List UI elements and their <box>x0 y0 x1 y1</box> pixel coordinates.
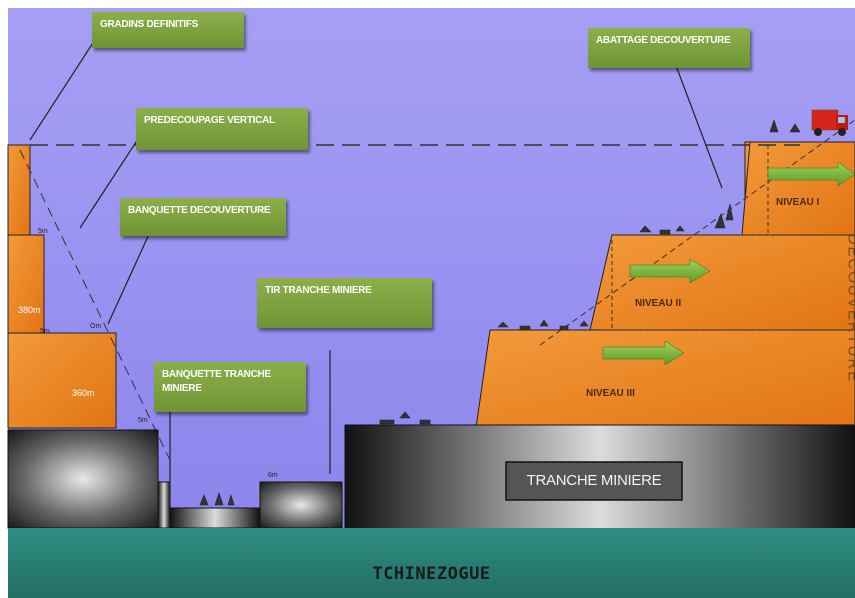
level-niveau-2: NIVEAU II <box>635 298 682 309</box>
label-tir-tranche-miniere: TIR TRANCHE MINIERE <box>257 278 432 328</box>
svg-text:6m: 6m <box>268 472 278 479</box>
altitude-380: 380m <box>18 305 41 315</box>
lower-blocks <box>7 424 855 534</box>
svg-text:5m: 5m <box>38 228 48 235</box>
left-slope-line <box>19 149 171 461</box>
water-band <box>8 528 855 598</box>
label-abattage-decouverture: ABATTAGE DECOUVERTURE <box>588 28 750 68</box>
pointer-lines <box>29 31 723 500</box>
right-benches <box>475 141 855 429</box>
label-banquette-decouverture: BANQUETTE DECOUVERTURE <box>120 198 286 236</box>
decouverture-vertical-label: DECOUVERTURE <box>844 233 855 384</box>
svg-text:5m: 5m <box>138 417 148 424</box>
level-boundaries <box>600 145 855 331</box>
label-predecoupage-vertical: PREDECOUPAGE VERTICAL <box>136 108 308 150</box>
survey-markers: 5m Om 5m 6m 5m <box>38 228 278 479</box>
level-niveau-1: NIVEAU I <box>776 197 820 208</box>
svg-text:Om: Om <box>90 323 101 330</box>
level-niveau-3: NIVEAU III <box>586 388 635 399</box>
flow-arrows <box>602 161 855 366</box>
label-gradins-definitifs: GRADINS DEFINITIFS <box>92 12 244 48</box>
tranche-miniere-label: TRANCHE MINIERE <box>526 472 662 489</box>
svg-text:5m: 5m <box>40 328 50 335</box>
workers-equipment <box>199 119 801 506</box>
altitude-360: 360m <box>72 388 95 398</box>
left-benches <box>7 144 117 429</box>
tchinezogue-label: TCHINEZOGUE <box>372 564 491 584</box>
tranche-miniere-box <box>505 461 683 501</box>
label-banquette-tranche-miniere: BANQUETTE TRANCHE MINIERE <box>154 362 306 412</box>
truck-icon <box>811 109 848 136</box>
right-slope-line <box>539 119 855 346</box>
